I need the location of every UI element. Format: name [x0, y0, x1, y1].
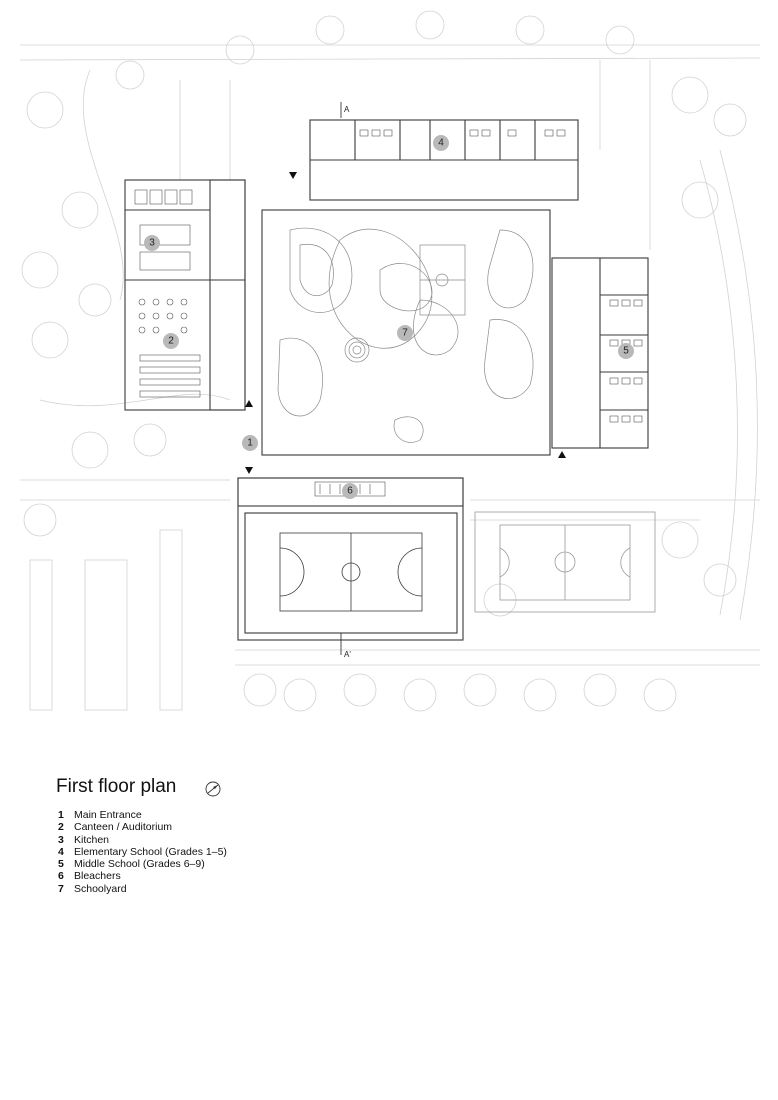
svg-text:1: 1 — [247, 438, 253, 449]
section-label-bottom: A' — [344, 650, 351, 659]
legend-item-number: 5 — [58, 858, 64, 871]
marker-6: 6 — [342, 483, 358, 499]
marker-3: 3 — [144, 235, 160, 251]
marker-2: 2 — [163, 333, 179, 349]
furniture — [134, 129, 643, 497]
marker-7: 7 — [397, 325, 413, 341]
legend-item-number: 4 — [58, 845, 64, 858]
svg-text:4: 4 — [438, 138, 444, 149]
svg-text:2: 2 — [168, 336, 174, 347]
legend-item-number: 6 — [58, 870, 64, 883]
legend-item-label: Middle School (Grades 6–9) — [74, 858, 205, 871]
legend-item-label: Main Entrance — [74, 809, 142, 821]
outdoor-court — [474, 511, 656, 613]
entrance-triangle-icon — [245, 172, 566, 474]
svg-text:7: 7 — [402, 328, 408, 339]
legend-item-label: Kitchen — [74, 833, 110, 846]
gym-court — [279, 532, 423, 612]
legend-item-number: 3 — [58, 833, 64, 846]
svg-text:5: 5 — [623, 346, 629, 357]
legend-item-number: 7 — [58, 882, 64, 895]
legend-item: 7 Schoolyard — [58, 883, 227, 895]
legend-item: 2 Canteen / Auditorium — [58, 821, 227, 833]
legend-item: 6 Bleachers — [58, 870, 227, 882]
legend-list: 1 Main Entrance 2 Canteen / Auditorium 3 Ki… — [58, 809, 227, 895]
legend-item-number: 2 — [58, 821, 64, 834]
schoolyard-landscape — [277, 227, 534, 443]
legend-item-label: Schoolyard — [74, 882, 127, 895]
site-context — [19, 10, 761, 712]
legend-title: First floor plan — [56, 776, 177, 797]
legend-item-number: 1 — [58, 809, 64, 821]
svg-text:6: 6 — [347, 486, 353, 497]
north-arrow-icon — [205, 781, 221, 797]
marker-5: 5 — [618, 343, 634, 359]
section-label-top: A — [344, 105, 350, 114]
legend-item-label: Elementary School (Grades 1–5) — [74, 845, 227, 858]
svg-text:3: 3 — [149, 238, 155, 249]
marker-1: 1 — [242, 435, 258, 451]
legend-item: 5 Middle School (Grades 6–9) — [58, 858, 227, 870]
legend-item: 4 Elementary School (Grades 1–5) — [58, 846, 227, 858]
legend-item: 3 Kitchen — [58, 834, 227, 846]
marker-4: 4 — [433, 135, 449, 151]
floor-plan-drawing: A A' 1 2 3 4 5 6 7 — [19, 10, 761, 712]
legend-item-label: Canteen / Auditorium — [74, 821, 173, 834]
legend-item: 1 Main Entrance — [58, 809, 227, 821]
legend-item-label: Bleachers — [74, 870, 121, 883]
building-walls — [124, 119, 649, 641]
